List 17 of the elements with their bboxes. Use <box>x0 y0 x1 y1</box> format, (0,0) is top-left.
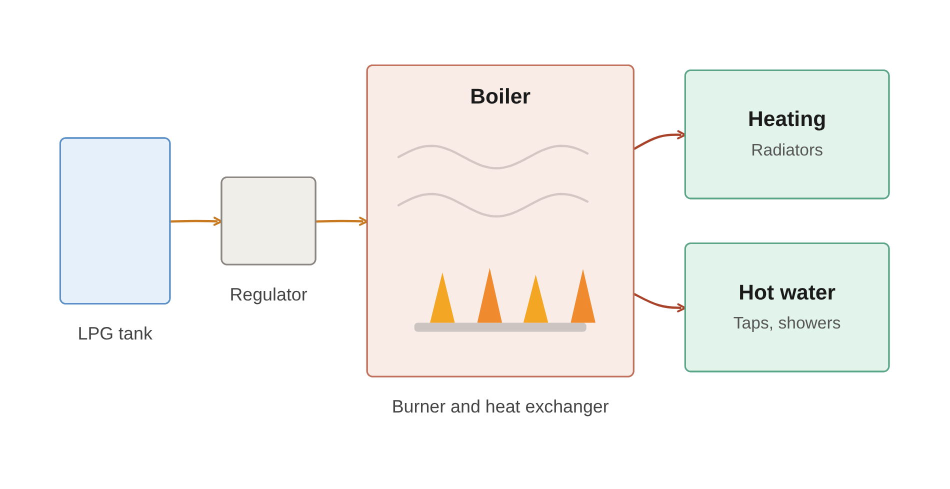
boiler-box <box>366 64 635 378</box>
node-caption: Regulator <box>230 284 308 305</box>
arrow <box>634 130 687 150</box>
arrow <box>170 217 223 226</box>
output-box <box>684 243 890 373</box>
regulator-box <box>221 176 317 266</box>
node-subtitle: Radiators <box>752 140 824 160</box>
node-title: Hot water <box>738 282 836 306</box>
node-caption: LPG tank <box>78 324 153 344</box>
node-subtitle: Taps, showers <box>734 314 842 333</box>
node-title: Boiler <box>470 86 531 110</box>
output-box <box>684 70 890 200</box>
node-title: Heating <box>748 108 826 132</box>
tank-box <box>60 138 172 305</box>
arrow <box>634 293 687 313</box>
arrow <box>316 217 369 226</box>
node-caption: Burner and heat exchanger <box>392 396 610 417</box>
